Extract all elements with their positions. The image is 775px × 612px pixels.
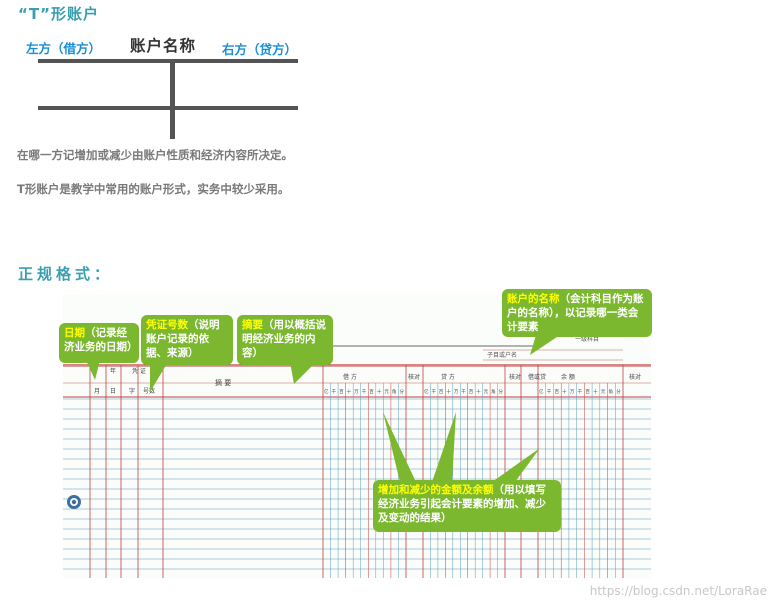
- t-right-label: 右方（贷方）: [222, 42, 298, 57]
- ledger-digit-label: 元: [601, 389, 606, 395]
- ledger-digit-label: 元: [484, 389, 489, 395]
- ledger-digit-label: 万: [570, 389, 575, 395]
- ledger-col-year: 年: [110, 367, 116, 375]
- ledger-digit-label: 千: [547, 388, 552, 395]
- ledger-col-debit: 借 方: [343, 373, 357, 381]
- note-direction: 在哪一方记增加或减少由账户性质和经济内容所决定。: [17, 148, 293, 162]
- ledger-col-dc: 借或贷: [528, 373, 546, 381]
- ledger-top-right-line2: 子目或户名: [487, 351, 517, 359]
- ledger-col-check-2: 核对: [509, 373, 521, 381]
- ledger-col-check-1: 核对: [408, 373, 420, 381]
- ledger-digit-label: 十: [347, 388, 352, 395]
- ledger-digit-label: 十: [593, 388, 598, 395]
- ledger-digit-label: 角: [392, 388, 397, 395]
- ledger-grid: 一级科目 子目或户名 年 凭 证 月 日 字 号数 摘 要 借 方 核对 贷 方…: [63, 335, 651, 578]
- ledger-digit-label: 百: [554, 389, 559, 395]
- callout-voucher: 凭证号数（说明账户记录的依据、来源）: [141, 315, 233, 365]
- section-title: 正规格式：: [18, 265, 114, 283]
- callout-account-name: 账户的名称（会计科目作为账户的名称），以记录哪一类会计要素: [502, 289, 652, 337]
- ledger-digit-label: 百: [339, 389, 344, 395]
- t-top-line: [38, 59, 298, 63]
- ledger-digit-label: 亿: [424, 388, 429, 395]
- ledger-digit-label: 十: [562, 388, 567, 395]
- ledger-digit-label: 千: [362, 388, 367, 395]
- ledger-col-balance: 余 额: [561, 373, 575, 381]
- ledger-digit-label: 万: [354, 389, 359, 395]
- ledger-digit-label: 十: [377, 388, 382, 395]
- t-account-title: “T”形账户: [18, 5, 99, 23]
- ledger-digit-label: 亿: [539, 388, 544, 395]
- ledger-digit-label: 分: [399, 388, 404, 395]
- ledger-digit-label: 千: [431, 388, 436, 395]
- ledger-digit-label: 千: [578, 388, 583, 395]
- ledger-digit-label: 百: [439, 389, 444, 395]
- ledger-col-credit: 贷 方: [441, 373, 455, 381]
- ledger-digit-label: 亿: [324, 388, 329, 395]
- t-account-name: 账户名称: [130, 37, 197, 55]
- note-teaching: T形账户是教学中常用的账户形式，实务中较少采用。: [17, 182, 290, 196]
- callout-amounts: 增加和减少的金额及余额（用以填写经济业务引起会计要素的增加、减少及变动的结果）: [373, 480, 561, 532]
- ledger-col-check-3: 核对: [629, 373, 641, 381]
- callout-date: 日期（记录经济业务的日期）: [59, 323, 139, 363]
- t-bottom-line: [38, 106, 298, 110]
- watermark: https://blog.csdn.net/LoraRae: [589, 584, 767, 598]
- ledger-col-voucher: 凭 证: [132, 367, 146, 375]
- t-left-label: 左方（借方）: [26, 41, 102, 56]
- callout-summary: 摘要（用以概括说明经济业务的内容）: [237, 315, 333, 365]
- ledger-digit-label: 分: [616, 388, 621, 395]
- ledger-digit-label: 百: [369, 389, 374, 395]
- ledger-col-summary: 摘 要: [215, 378, 231, 387]
- ledger-digit-label: 百: [585, 389, 590, 395]
- ledger-col-type: 字: [129, 387, 135, 395]
- ledger-digit-label: 十: [476, 388, 481, 395]
- ledger-digit-label: 角: [609, 388, 614, 395]
- ledger-digit-label: 十: [446, 388, 451, 395]
- ledger-digit-label: 角: [491, 388, 496, 395]
- ledger-digit-label: 元: [384, 389, 389, 395]
- ledger-digit-label: 万: [454, 389, 459, 395]
- ledger-col-day: 日: [110, 388, 116, 395]
- ledger-digit-label: 百: [469, 389, 474, 395]
- ledger-digit-label: 千: [332, 388, 337, 395]
- t-stem-line: [170, 59, 175, 139]
- ledger-col-number: 号数: [143, 387, 155, 395]
- ledger-top-right-line1: 一级科目: [575, 335, 599, 343]
- ledger-digit-label: 分: [499, 388, 504, 395]
- ledger-col-month: 月: [94, 388, 100, 395]
- ledger-digit-label: 千: [461, 388, 466, 395]
